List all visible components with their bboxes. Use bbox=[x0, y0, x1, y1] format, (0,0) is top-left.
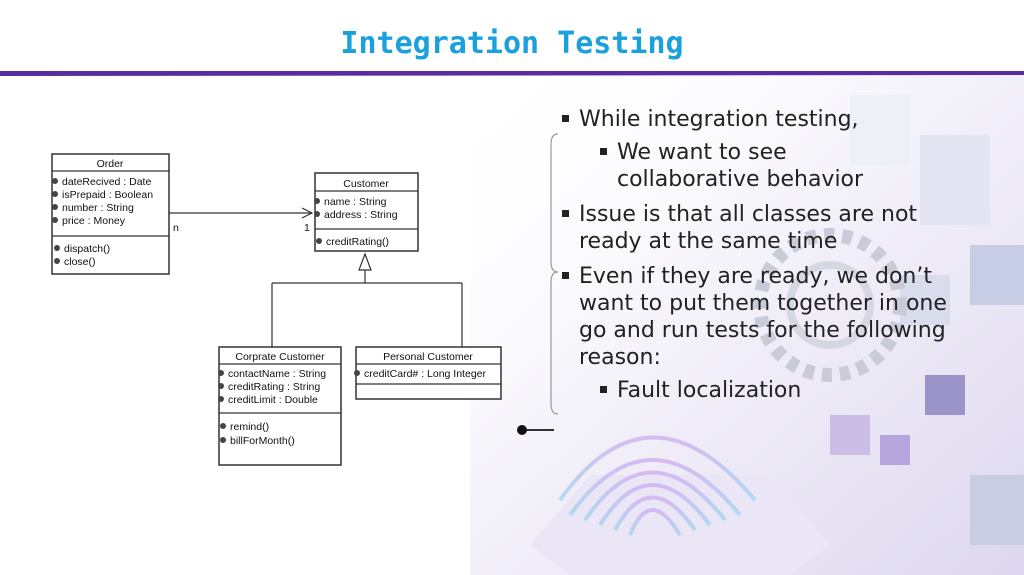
order-attribute: price : Money bbox=[62, 215, 126, 227]
bullet-item: While integration testing, bbox=[560, 106, 970, 133]
member-visibility-icon bbox=[52, 217, 58, 223]
class-personal-name: Personal Customer bbox=[383, 351, 473, 363]
square-bullet-icon bbox=[562, 115, 569, 122]
order-operation: dispatch() bbox=[64, 243, 110, 255]
uml-class-diagram: Order dateRecived : Date isPrepaid : Boo… bbox=[51, 153, 502, 466]
multiplicity-order: n bbox=[173, 222, 179, 234]
slide-title: Integration Testing bbox=[340, 26, 684, 61]
member-visibility-icon bbox=[314, 211, 320, 217]
member-visibility-icon bbox=[316, 238, 322, 244]
order-attribute: dateRecived : Date bbox=[62, 176, 151, 188]
member-visibility-icon bbox=[220, 423, 226, 429]
customer-attribute: address : String bbox=[324, 209, 398, 221]
square-bullet-icon bbox=[600, 386, 607, 393]
order-attribute: isPrepaid : Boolean bbox=[62, 189, 153, 201]
multiplicity-customer: 1 bbox=[304, 222, 310, 234]
class-customer-name: Customer bbox=[343, 178, 389, 190]
customer-attribute: name : String bbox=[324, 196, 387, 208]
square-bullet-icon bbox=[562, 272, 569, 279]
bracket-line bbox=[550, 133, 559, 415]
member-visibility-icon bbox=[218, 396, 224, 402]
corporate-attribute: creditLimit : Double bbox=[228, 394, 318, 406]
bullet-text: Even if they are ready, we don’t want to… bbox=[579, 264, 947, 370]
member-visibility-icon bbox=[218, 383, 224, 389]
order-operation: close() bbox=[64, 256, 96, 268]
bullet-text: Issue is that all classes are not ready … bbox=[579, 202, 918, 254]
order-attribute: number : String bbox=[62, 202, 134, 214]
personal-attribute: creditCard# : Long Integer bbox=[364, 368, 486, 380]
sub-bullet-item: We want to see collaborative behavior bbox=[560, 139, 877, 193]
member-visibility-icon bbox=[220, 437, 226, 443]
bullet-text: While integration testing, bbox=[579, 107, 859, 132]
association-arrowhead bbox=[301, 207, 314, 219]
corporate-attribute: creditRating : String bbox=[228, 381, 320, 393]
member-visibility-icon bbox=[54, 245, 60, 251]
bullet-text: Fault localization bbox=[617, 378, 802, 403]
class-corporate-name: Corprate Customer bbox=[235, 351, 325, 363]
class-order: Order dateRecived : Date isPrepaid : Boo… bbox=[51, 153, 170, 275]
generalization-arrowhead bbox=[358, 252, 372, 271]
bullet-item: Issue is that all classes are not ready … bbox=[560, 201, 949, 255]
bullet-item: Even if they are ready, we don’t want to… bbox=[560, 263, 949, 371]
member-visibility-icon bbox=[314, 198, 320, 204]
member-visibility-icon bbox=[218, 370, 224, 376]
class-order-name: Order bbox=[97, 158, 124, 170]
class-customer: Customer name : String address : String … bbox=[314, 172, 419, 252]
square-bullet-icon bbox=[600, 148, 607, 155]
corporate-operation: remind() bbox=[230, 421, 269, 433]
corporate-attribute: contactName : String bbox=[228, 368, 326, 380]
member-visibility-icon bbox=[354, 370, 360, 376]
corporate-operation: billForMonth() bbox=[230, 435, 295, 447]
member-visibility-icon bbox=[54, 258, 60, 264]
class-corporate-customer: Corprate Customer contactName : String c… bbox=[218, 346, 342, 466]
member-visibility-icon bbox=[52, 191, 58, 197]
sub-bullet-item: Fault localization bbox=[560, 377, 970, 404]
background-artwork bbox=[470, 75, 1024, 575]
customer-operation: creditRating() bbox=[326, 236, 389, 248]
class-personal-customer: Personal Customer creditCard# : Long Int… bbox=[354, 346, 502, 400]
square-bullet-icon bbox=[562, 210, 569, 217]
member-visibility-icon bbox=[52, 178, 58, 184]
title-divider bbox=[0, 71, 1024, 76]
member-visibility-icon bbox=[52, 204, 58, 210]
bullet-text: We want to see collaborative behavior bbox=[617, 140, 864, 192]
bullet-list: While integration testing, We want to se… bbox=[560, 106, 970, 412]
